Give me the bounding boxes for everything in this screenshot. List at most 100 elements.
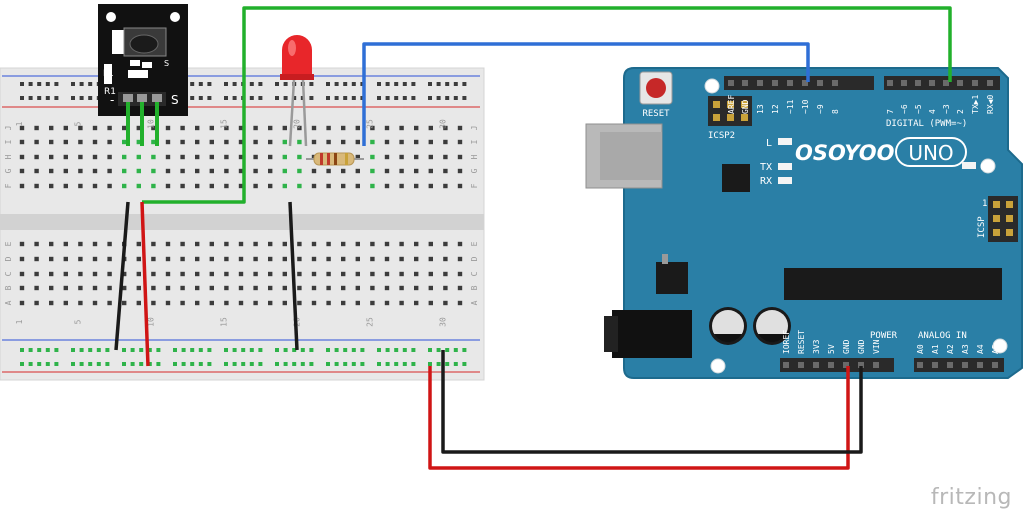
breadboard-hole xyxy=(63,154,68,160)
digital-pin-socket xyxy=(772,80,778,86)
rail-hole xyxy=(45,82,50,86)
breadboard-hole xyxy=(122,168,127,174)
breadboard-hole xyxy=(78,271,83,277)
breadboard-hole xyxy=(341,256,346,262)
breadboard-hole xyxy=(399,125,404,131)
bb-row-letter: H xyxy=(470,154,479,159)
breadboard-hole xyxy=(326,285,331,291)
bb-row-letter: H xyxy=(4,154,13,159)
rail-hole xyxy=(28,96,33,100)
rail-hole xyxy=(105,362,110,366)
usb-jack xyxy=(585,123,663,189)
breadboard-hole xyxy=(326,125,331,131)
breadboard-hole xyxy=(326,241,331,247)
bb-col-number-top: 15 xyxy=(219,119,228,129)
breadboard-hole xyxy=(370,154,375,160)
rail-hole xyxy=(198,96,203,100)
breadboard-hole xyxy=(122,285,127,291)
breadboard-hole xyxy=(209,168,214,174)
breadboard-hole xyxy=(180,139,185,145)
breadboard-hole xyxy=(165,285,171,291)
breadboard-hole xyxy=(209,125,214,131)
power-pin-socket xyxy=(813,362,819,368)
breadboard-hole xyxy=(414,154,419,160)
breadboard-hole xyxy=(297,300,302,306)
breadboard-hole xyxy=(180,256,185,262)
breadboard-hole xyxy=(209,300,214,306)
breadboard-hole xyxy=(107,168,112,174)
rail-hole xyxy=(241,362,246,366)
breadboard-hole xyxy=(282,154,287,160)
sensor-mark-r1: R1 xyxy=(104,87,116,97)
breadboard-hole xyxy=(165,241,171,247)
breadboard-hole xyxy=(19,183,25,189)
bb-col-number-top: 10 xyxy=(146,119,155,129)
analog-pin-label: A4 xyxy=(976,344,985,354)
rail-hole xyxy=(71,96,75,100)
rail-hole xyxy=(462,82,467,86)
breadboard-hole xyxy=(282,271,287,277)
digital-label: DIGITAL (PWM=~) xyxy=(886,119,967,129)
breadboard-hole xyxy=(92,154,98,160)
breadboard-hole xyxy=(268,154,273,160)
rail-hole xyxy=(224,82,228,86)
rail-hole xyxy=(156,362,161,366)
icsp-pin xyxy=(1006,201,1013,208)
rail-hole xyxy=(292,96,297,100)
rail-hole xyxy=(79,348,84,352)
rail-hole xyxy=(224,362,228,366)
rail-hole xyxy=(428,348,432,352)
rail-hole xyxy=(147,362,152,366)
digital-pin-label: ~10 xyxy=(801,99,810,114)
breadboard-hole xyxy=(414,125,419,131)
rail-hole xyxy=(453,362,458,366)
digital-pin-socket xyxy=(742,80,748,86)
breadboard-hole xyxy=(370,139,375,145)
breadboard-hole xyxy=(311,125,317,131)
rail-hole xyxy=(45,348,50,352)
breadboard-hole xyxy=(268,271,273,277)
breadboard-hole xyxy=(151,256,156,262)
digital-pin-label: 4 xyxy=(928,109,937,114)
breadboard-hole xyxy=(311,271,317,277)
rail-hole xyxy=(334,348,339,352)
breadboard-hole xyxy=(49,154,54,160)
breadboard-hole xyxy=(63,183,68,189)
bb-col-number-top: 1 xyxy=(15,121,24,126)
breadboard-hole xyxy=(268,168,273,174)
breadboard-hole xyxy=(443,271,448,277)
bb-col-number-bottom: 1 xyxy=(15,319,24,324)
breadboard-hole xyxy=(92,300,98,306)
breadboard-hole xyxy=(253,154,258,160)
breadboard-hole xyxy=(326,300,331,306)
rail-hole xyxy=(88,96,93,100)
breadboard-hole xyxy=(49,300,54,306)
breadboard-hole xyxy=(78,256,83,262)
breadboard-hole xyxy=(253,271,258,277)
rail-hole xyxy=(20,362,24,366)
power-pin-socket xyxy=(843,362,849,368)
bb-col-number-bottom: 10 xyxy=(146,317,155,327)
breadboard-hole xyxy=(355,241,360,247)
breadboard-hole xyxy=(238,168,244,174)
reset-button-cap[interactable] xyxy=(646,78,666,98)
breadboard-hole xyxy=(443,241,448,247)
rail-hole xyxy=(385,96,390,100)
breadboard-hole xyxy=(253,125,258,131)
rail-hole xyxy=(402,362,407,366)
breadboard-hole xyxy=(19,139,25,145)
rail-hole xyxy=(198,82,203,86)
bb-row-letter: D xyxy=(4,256,13,261)
digital-pin-label: TX▶1 xyxy=(971,95,980,114)
breadboard-hole xyxy=(253,285,258,291)
breadboard-hole xyxy=(63,125,68,131)
microcontroller xyxy=(784,268,1002,300)
digital-pin-label: ~9 xyxy=(816,104,825,114)
rail-hole xyxy=(54,362,59,366)
breadboard-hole xyxy=(428,241,433,247)
rail-hole xyxy=(71,362,75,366)
rail-hole xyxy=(45,362,50,366)
digital-pin-socket xyxy=(987,80,993,86)
breadboard-hole xyxy=(355,300,360,306)
